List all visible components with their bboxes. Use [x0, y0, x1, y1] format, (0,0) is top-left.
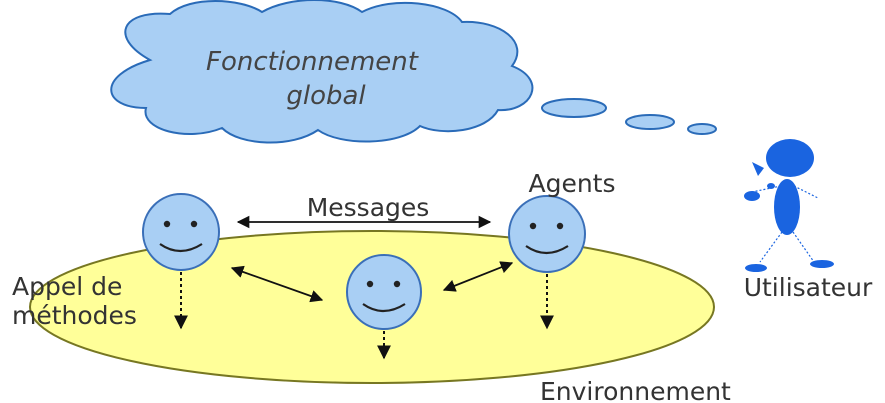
user-stick-figure-icon: [744, 139, 834, 272]
cloud-text-line1: Fonctionnement: [206, 47, 419, 77]
message-arrow-right-middle: [442, 261, 514, 292]
thought-cloud: Fonctionnement global: [110, 0, 717, 144]
messages-label: Messages: [307, 193, 430, 222]
method-call-label-line1: Appel de: [12, 272, 122, 301]
user-label: Utilisateur: [744, 273, 873, 302]
agents-label: Agents: [528, 169, 615, 198]
environment-label: Environnement: [540, 377, 731, 403]
agent-left-smiley-icon: [142, 193, 220, 271]
method-call-label-line2: méthodes: [12, 301, 137, 330]
cloud-text-line2: global: [286, 81, 366, 111]
message-arrow-left-middle: [230, 265, 324, 303]
agent-middle-smiley-icon: [346, 254, 422, 330]
agent-right-smiley-icon: [508, 195, 586, 273]
